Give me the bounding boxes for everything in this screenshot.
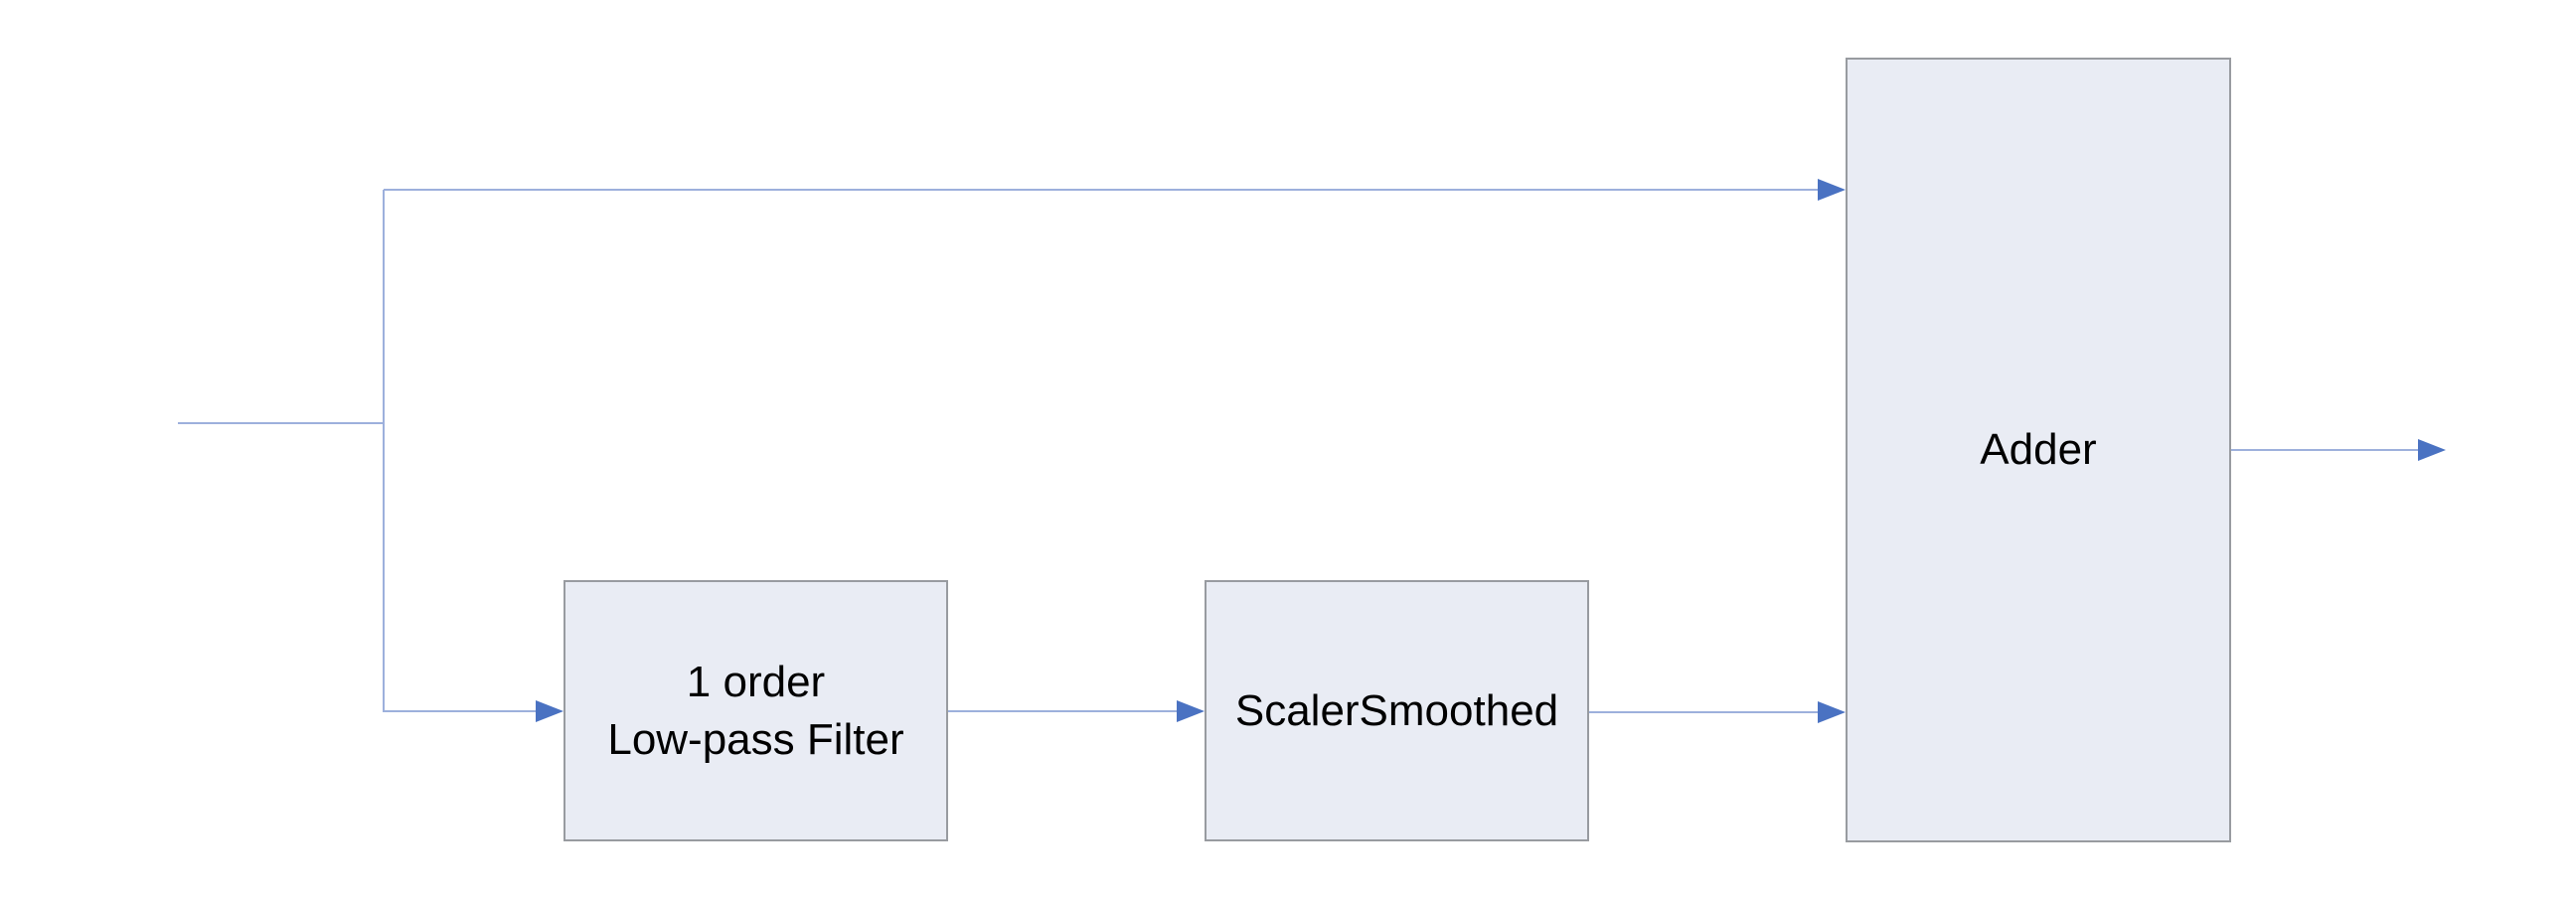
arrowhead-into-adder-bottom: [1818, 701, 1846, 723]
arrowhead-into-scaler: [1177, 700, 1205, 722]
node-lowpass-filter: 1 order Low-pass Filter: [564, 580, 948, 841]
node-lowpass-filter-label: 1 order Low-pass Filter: [607, 658, 904, 764]
node-adder: Adder: [1846, 58, 2231, 842]
edge-branch-to-adder-top: [384, 179, 1846, 201]
arrowhead-output: [2418, 439, 2446, 461]
edge-adder-output: [2231, 439, 2446, 461]
arrowhead-into-lowpass: [536, 700, 564, 722]
arrowhead-into-adder-top: [1818, 179, 1846, 201]
node-scaler-smoothed-label: ScalerSmoothed: [1234, 685, 1559, 735]
edge-scaler-to-adder: [1589, 701, 1846, 723]
edge-lowpass-to-scaler: [948, 700, 1205, 722]
node-adder-label: Adder: [1980, 425, 2097, 475]
edge-branch-to-lowpass: [383, 190, 564, 722]
node-scaler-smoothed: ScalerSmoothed: [1205, 580, 1589, 841]
